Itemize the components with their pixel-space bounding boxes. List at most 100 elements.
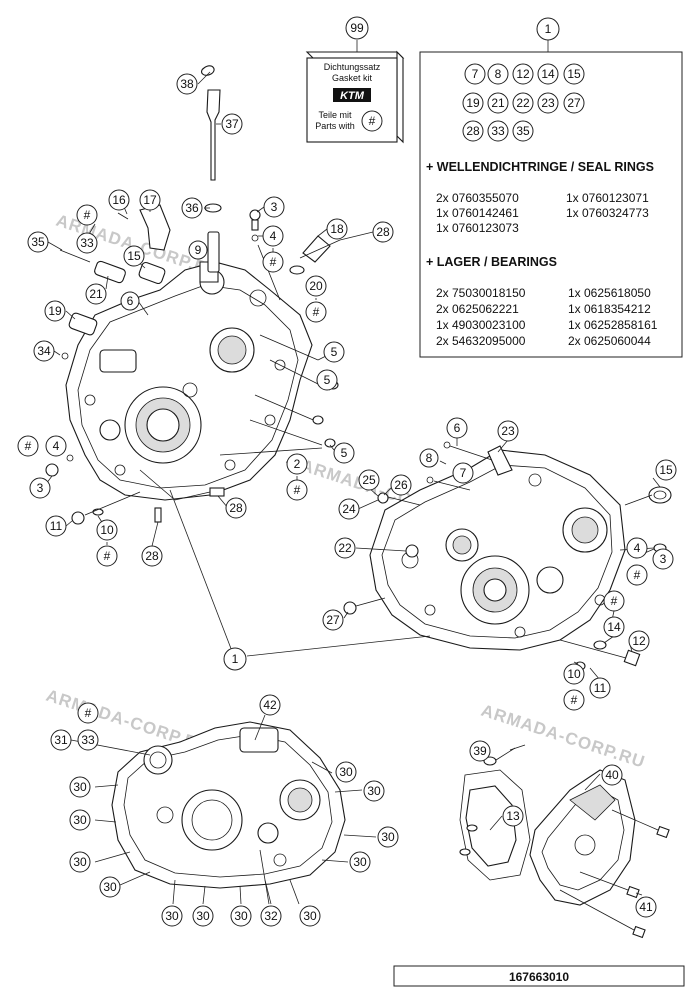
svg-text:30: 30 xyxy=(73,780,87,794)
svg-text:42: 42 xyxy=(263,698,277,712)
callout-hash: # xyxy=(563,689,585,711)
svg-text:19: 19 xyxy=(466,96,480,110)
callout-hash: # xyxy=(626,564,648,586)
callout-11: 11 xyxy=(45,515,67,537)
callout-30: 30 xyxy=(69,809,91,831)
svg-text:30: 30 xyxy=(73,855,87,869)
svg-text:#: # xyxy=(571,693,578,707)
svg-text:20: 20 xyxy=(309,279,323,293)
lower-left-crankcase xyxy=(111,721,346,889)
kit-line4: Parts with xyxy=(315,121,355,131)
svg-text:30: 30 xyxy=(367,784,381,798)
svg-text:21: 21 xyxy=(491,96,505,110)
callout-6: 6 xyxy=(120,291,140,311)
callout-10: 10 xyxy=(96,519,118,541)
svg-text:5: 5 xyxy=(331,345,338,359)
svg-text:12: 12 xyxy=(516,67,530,81)
callout-34: 34 xyxy=(33,340,55,362)
svg-text:3: 3 xyxy=(37,481,44,495)
callout-20: 20 xyxy=(305,275,327,297)
callout-18: 18 xyxy=(326,218,348,240)
callout-14: 14 xyxy=(603,616,625,638)
svg-text:21: 21 xyxy=(89,287,103,301)
bearing-part: 1x 0625618050 xyxy=(568,286,651,300)
svg-text:7: 7 xyxy=(472,67,479,81)
svg-text:28: 28 xyxy=(145,549,159,563)
callout-16: 16 xyxy=(108,189,130,211)
svg-text:30: 30 xyxy=(339,765,353,779)
svg-text:35: 35 xyxy=(31,235,45,249)
svg-text:4: 4 xyxy=(53,439,60,453)
callout-4: 4 xyxy=(262,225,284,247)
callout-19: 19 xyxy=(44,300,66,322)
svg-text:14: 14 xyxy=(541,67,555,81)
svg-text:#: # xyxy=(313,305,320,319)
callout-1: 1 xyxy=(223,647,247,671)
svg-text:30: 30 xyxy=(381,830,395,844)
svg-text:16: 16 xyxy=(112,193,126,207)
svg-text:31: 31 xyxy=(54,733,68,747)
right-crankcase-half xyxy=(343,441,672,671)
callout-4: 4 xyxy=(45,435,67,457)
callout-17: 17 xyxy=(139,189,161,211)
svg-text:15: 15 xyxy=(567,67,581,81)
callout-40: 40 xyxy=(601,764,623,786)
svg-text:33: 33 xyxy=(491,124,505,138)
seal-rings-heading: + WELLENDICHTRINGE / SEAL RINGS xyxy=(426,160,654,174)
callout-32: 32 xyxy=(260,905,282,927)
kit-brand: KTM xyxy=(340,90,365,102)
callout-24: 24 xyxy=(338,498,360,520)
seal-ring-part: 2x 0760355070 xyxy=(436,191,519,205)
svg-text:32: 32 xyxy=(264,909,278,923)
bearings-heading: + LAGER / BEARINGS xyxy=(426,255,557,269)
svg-text:3: 3 xyxy=(660,552,667,566)
ktm-logo xyxy=(333,88,371,102)
seal-ring-part: 1x 0760123071 xyxy=(566,191,649,205)
svg-text:11: 11 xyxy=(594,681,607,695)
callout-9: 9 xyxy=(188,240,208,260)
svg-text:41: 41 xyxy=(639,900,653,914)
svg-text:7: 7 xyxy=(460,466,467,480)
callout-30: 30 xyxy=(335,761,357,783)
svg-text:10: 10 xyxy=(567,667,581,681)
kit-line2: Gasket kit xyxy=(332,73,373,83)
callout-30: 30 xyxy=(363,780,385,802)
svg-text:27: 27 xyxy=(567,96,581,110)
callout-30: 30 xyxy=(349,851,371,873)
svg-text:10: 10 xyxy=(100,523,114,537)
callout-1-legend: 1 xyxy=(536,17,560,41)
svg-text:30: 30 xyxy=(303,909,317,923)
svg-text:11: 11 xyxy=(50,519,63,533)
callout-15: 15 xyxy=(655,459,677,481)
svg-text:39: 39 xyxy=(473,744,487,758)
callout-28: 28 xyxy=(225,497,247,519)
svg-text:28: 28 xyxy=(376,225,390,239)
svg-text:4: 4 xyxy=(634,541,641,555)
callout-4: 4 xyxy=(626,537,648,559)
svg-text:#: # xyxy=(25,439,32,453)
svg-text:#: # xyxy=(294,483,301,497)
callout-33: 33 xyxy=(77,729,99,751)
svg-text:24: 24 xyxy=(342,502,356,516)
kit-members: 7 8 12 14 15 19 21 22 23 27 28 33 35 xyxy=(462,63,585,142)
svg-text:23: 23 xyxy=(501,424,515,438)
svg-text:30: 30 xyxy=(196,909,210,923)
svg-text:28: 28 xyxy=(466,124,480,138)
svg-text:17: 17 xyxy=(143,193,157,207)
ignition-cover-assembly xyxy=(459,744,670,939)
svg-text:5: 5 xyxy=(324,373,331,387)
callout-15: 15 xyxy=(123,245,145,267)
svg-text:#: # xyxy=(270,255,277,269)
svg-text:37: 37 xyxy=(225,117,239,131)
svg-text:35: 35 xyxy=(516,124,530,138)
kit-line1: Dichtungssatz xyxy=(324,62,381,72)
svg-text:3: 3 xyxy=(271,200,278,214)
svg-text:25: 25 xyxy=(362,473,376,487)
callout-21: 21 xyxy=(85,283,107,305)
callout-hash: # xyxy=(603,590,625,612)
callout-99: 99 xyxy=(345,16,369,40)
callout-hash: # xyxy=(76,204,98,226)
svg-text:36: 36 xyxy=(185,201,199,215)
svg-text:33: 33 xyxy=(81,733,95,747)
callout-5: 5 xyxy=(323,341,345,363)
